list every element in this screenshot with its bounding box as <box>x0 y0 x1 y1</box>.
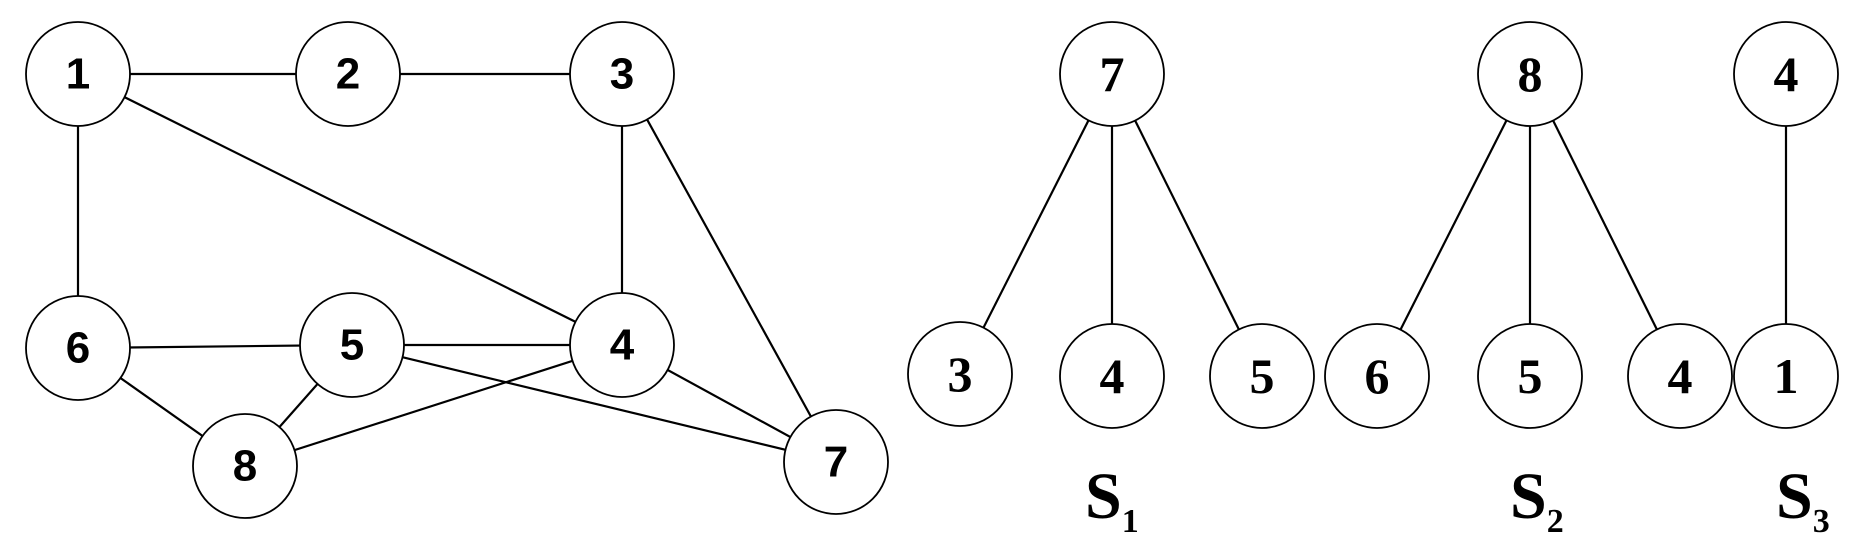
graph-node-5-circle <box>299 292 405 398</box>
star-2-leaf-node-4-circle <box>1627 323 1733 429</box>
star-2-leaf-node-6-label: 6 <box>1365 348 1390 404</box>
star-2-label: S2 <box>1510 460 1564 540</box>
graph-node-5: 5 <box>299 292 405 398</box>
graph-node-7-circle <box>783 409 889 515</box>
graph-node-3-label: 3 <box>610 50 634 99</box>
star-3-leaf-node-1-label: 1 <box>1774 348 1799 404</box>
star-1-center-node-label: 7 <box>1100 46 1125 102</box>
star-2-center-node-circle <box>1477 21 1583 127</box>
star-1-leaf-node-3-circle <box>907 321 1013 427</box>
star-2-leaf-node-4: 4 <box>1627 323 1733 429</box>
star-1-label: S1 <box>1085 460 1139 540</box>
star-1-center-node-circle <box>1059 21 1165 127</box>
graph-node-4: 4 <box>569 292 675 398</box>
star-1-leaf-node-3-label: 3 <box>948 346 973 402</box>
star-1-leaf-node-5-label: 5 <box>1250 348 1275 404</box>
star-3-label-subscript: 3 <box>1813 503 1830 540</box>
star-3-center-node-circle <box>1733 21 1839 127</box>
graph-node-8-circle <box>192 413 298 519</box>
star-3-leaf-node-1-circle <box>1733 323 1839 429</box>
star-2-leaf-node-6: 6 <box>1324 323 1430 429</box>
star-2-center-node: 8 <box>1477 21 1583 127</box>
graph-node-3: 3 <box>569 21 675 127</box>
star-2-leaf-node-5: 5 <box>1477 323 1583 429</box>
star-1-leaf-node-5-circle <box>1209 323 1315 429</box>
star-1-edge-5 <box>1111 73 1263 377</box>
star-1-leaf-node-3: 3 <box>907 321 1013 427</box>
star-1-edge-3 <box>959 73 1113 375</box>
star-1-label-subscript: 1 <box>1122 503 1139 540</box>
star-2-center-node-label: 8 <box>1518 46 1543 102</box>
graph-node-2: 2 <box>295 21 401 127</box>
edge-3-7 <box>621 73 837 463</box>
star-2-edge-4 <box>1529 73 1681 377</box>
star-3-leaf-node-1: 1 <box>1733 323 1839 429</box>
star-nodes: 7 3 4 5 8 6 5 4 4 1 <box>907 21 1839 429</box>
graph-node-1: 1 <box>25 21 131 127</box>
graph-edges <box>76 72 837 468</box>
graph-node-7: 7 <box>783 409 889 515</box>
graph-node-4-circle <box>569 292 675 398</box>
star-2-label-subscript: 2 <box>1547 503 1564 540</box>
star-1-leaf-node-5: 5 <box>1209 323 1315 429</box>
star-2-leaf-node-6-circle <box>1324 323 1430 429</box>
star-1-leaf-node-4-circle <box>1059 323 1165 429</box>
graph-node-1-label: 1 <box>66 50 90 99</box>
star-labels: S1 S2 S3 <box>1085 460 1830 540</box>
star-3-center-node: 4 <box>1733 21 1839 127</box>
graph-node-1-circle <box>25 21 131 127</box>
star-1-leaf-node-4: 4 <box>1059 323 1165 429</box>
star-2-leaf-node-5-label: 5 <box>1518 348 1543 404</box>
graph-node-7-label: 7 <box>824 438 848 487</box>
graph-node-8-label: 8 <box>233 442 257 491</box>
graph-node-4-label: 4 <box>610 321 635 370</box>
star-1-center-node: 7 <box>1059 21 1165 127</box>
graph-node-2-circle <box>295 21 401 127</box>
graph-node-8: 8 <box>192 413 298 519</box>
star-2-edge-6 <box>1376 73 1531 377</box>
graph-nodes: 1 2 3 6 5 4 8 7 <box>25 21 889 519</box>
graph-node-6: 6 <box>25 295 131 401</box>
graph-node-2-label: 2 <box>336 50 360 99</box>
star-3-label: S3 <box>1776 460 1830 540</box>
star-2-leaf-node-5-circle <box>1477 323 1583 429</box>
edge-1-4 <box>77 73 623 346</box>
graph-node-5-label: 5 <box>340 321 364 370</box>
star-1-leaf-node-4-label: 4 <box>1100 348 1125 404</box>
graph-node-3-circle <box>569 21 675 127</box>
star-3-center-node-label: 4 <box>1774 46 1799 102</box>
edge-5-7 <box>351 343 837 464</box>
star-2-leaf-node-4-label: 4 <box>1668 348 1693 404</box>
graph-node-6-circle <box>25 295 131 401</box>
edge-4-8 <box>244 343 623 468</box>
graph-node-6-label: 6 <box>66 324 90 373</box>
